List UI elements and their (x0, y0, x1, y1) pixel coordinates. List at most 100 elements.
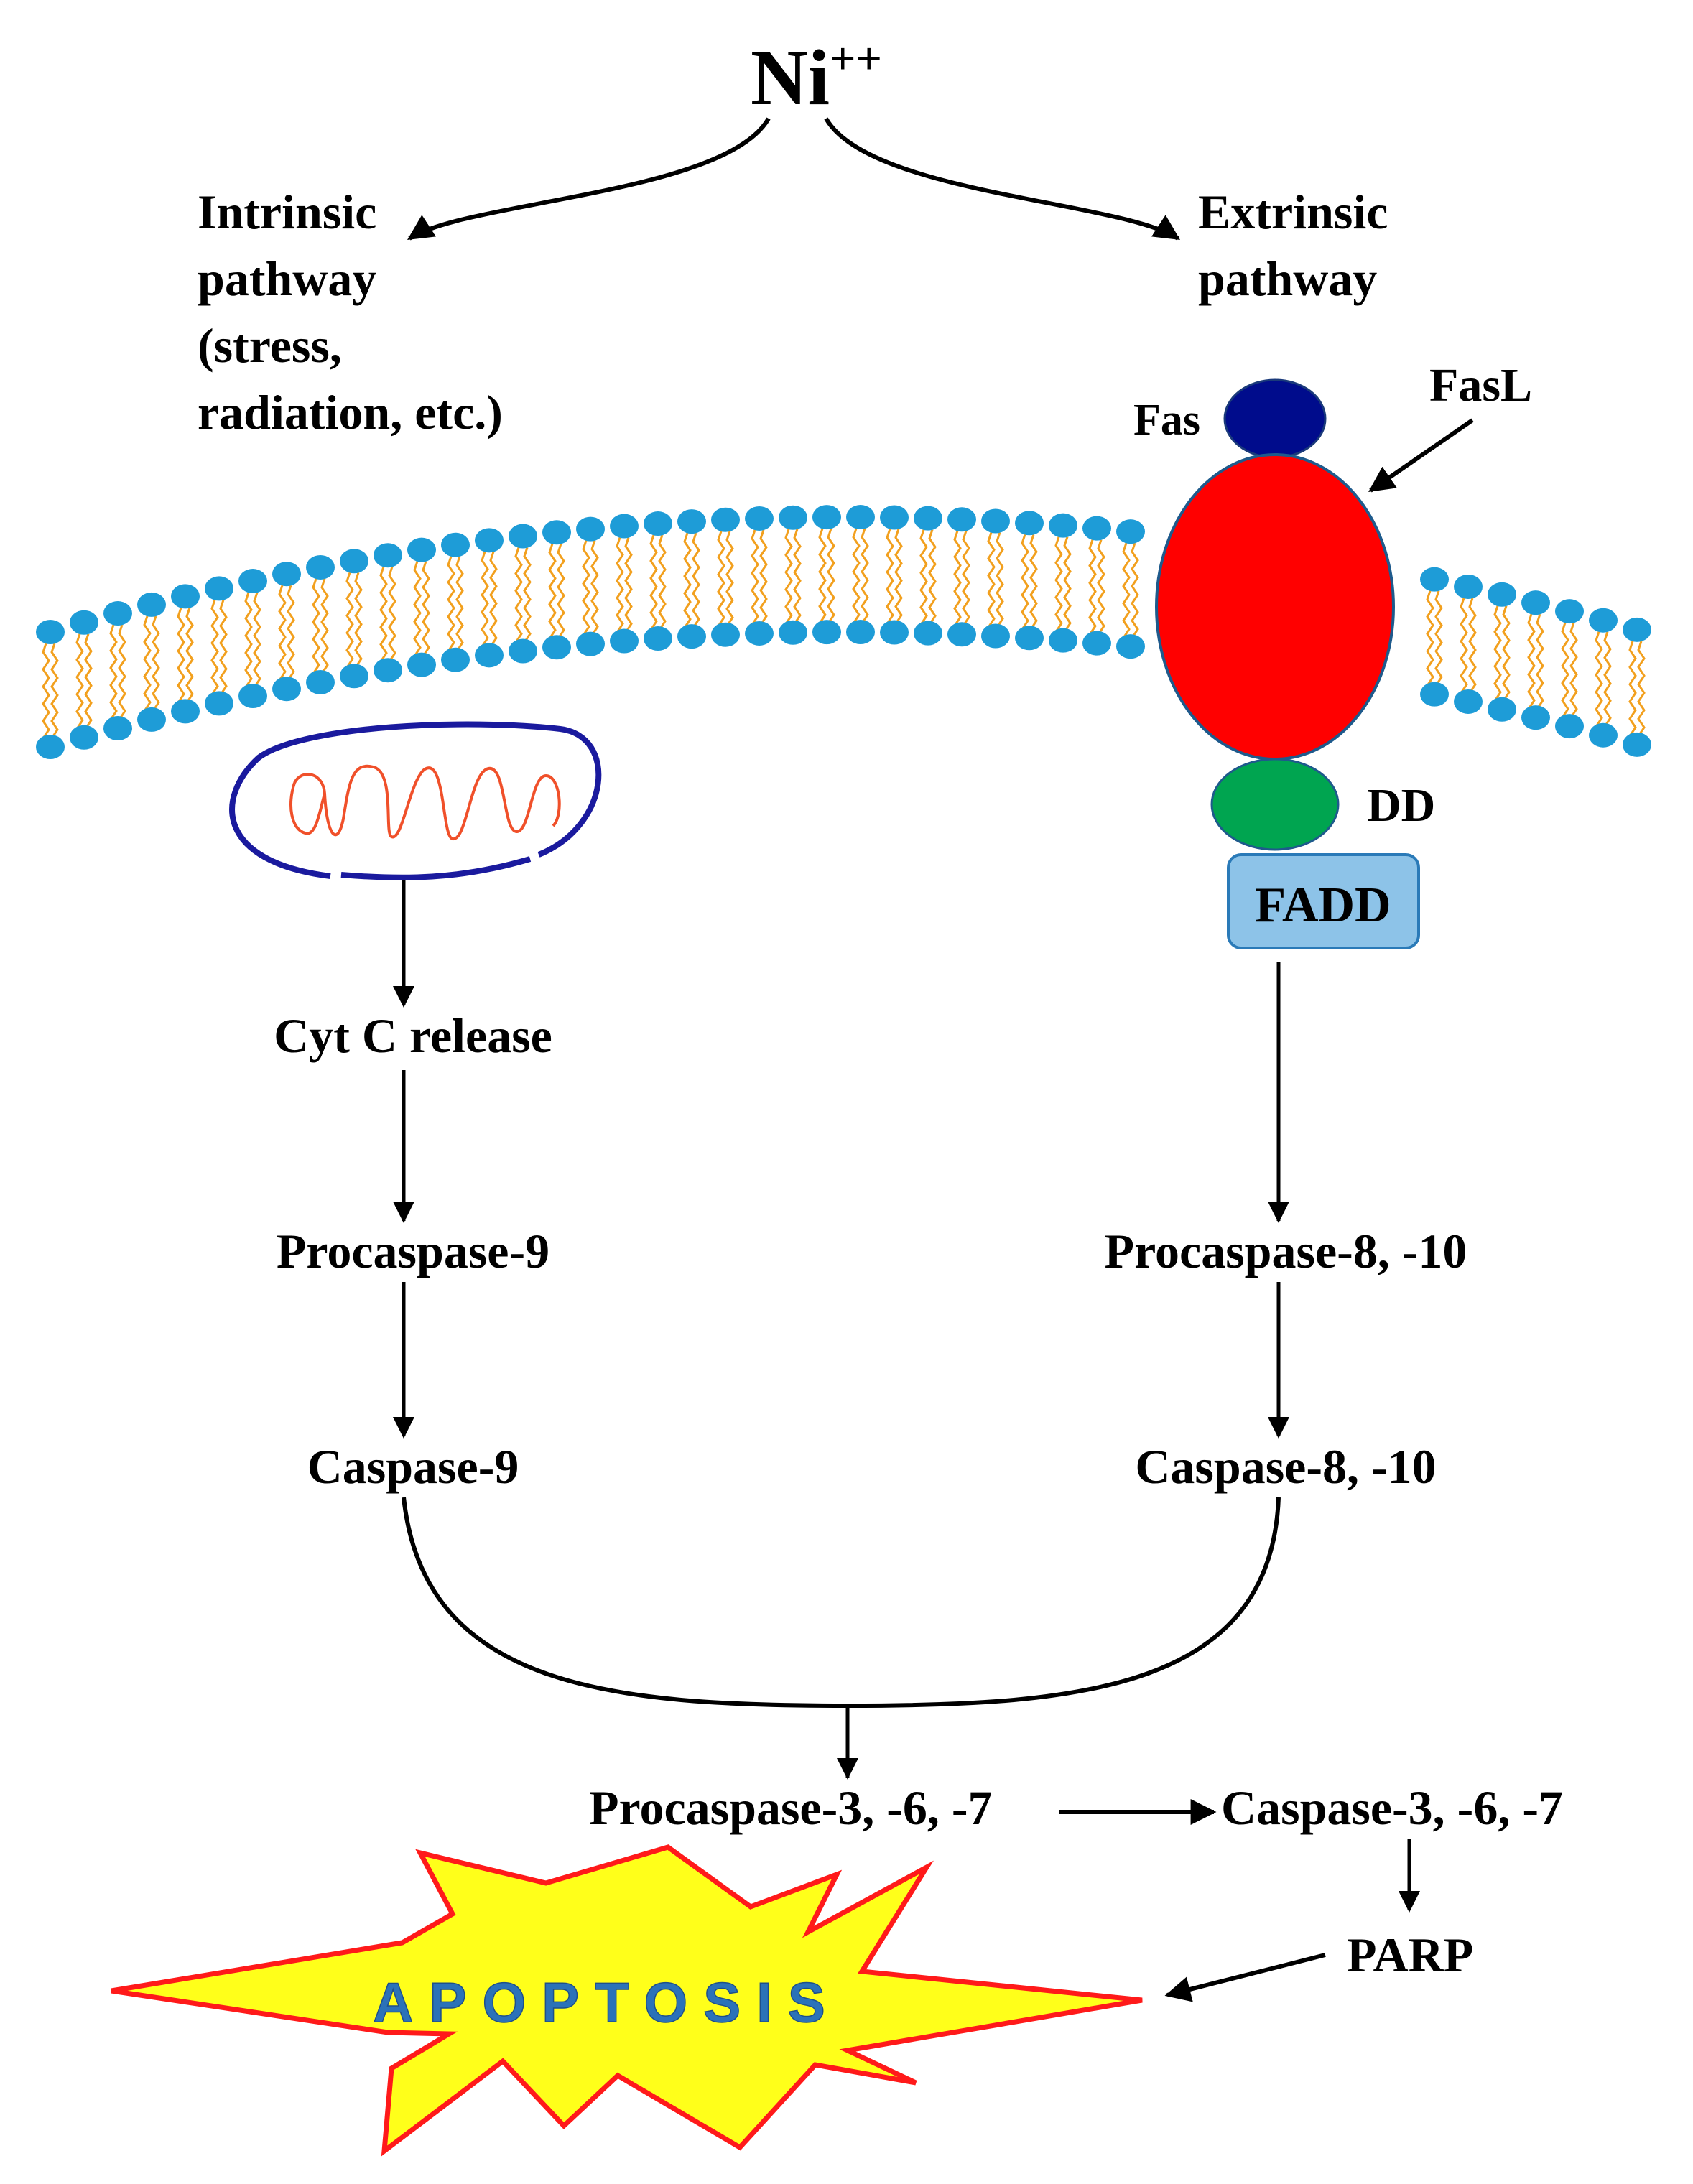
lipid-head (340, 549, 368, 574)
lipid-tail (751, 529, 759, 626)
lipid-head (1082, 631, 1111, 656)
arrow-parp-to-apoptosis (1164, 1953, 1326, 2002)
lipid-tail (1460, 598, 1468, 694)
lipid-tail (818, 528, 827, 624)
lipid-head (407, 652, 436, 677)
lipid-head (137, 592, 166, 617)
lipid-head (1049, 628, 1077, 653)
intrinsic-pathway-label: Intrinsic pathway (stress, radiation, et… (198, 185, 503, 440)
caspase-8-10-label: Caspase-8, -10 (1135, 1439, 1436, 1494)
lipid-tail (1021, 534, 1029, 631)
lipid-tail (379, 566, 388, 663)
lipid-tail (523, 547, 532, 643)
lipid-head (306, 554, 335, 580)
lipid-tail (1029, 534, 1038, 631)
lipid-tail (1122, 542, 1131, 638)
caspase-9-label: Caspase-9 (307, 1439, 519, 1494)
lipid-head (711, 507, 740, 532)
lipid-tail (422, 561, 430, 657)
lipid-tail (996, 532, 1004, 628)
lipid-head (779, 620, 807, 645)
lipid-tail (1603, 631, 1612, 728)
nickel-ion-label: Ni++ (751, 33, 882, 121)
lipid-tail (1434, 590, 1443, 687)
lipid-head (103, 716, 132, 741)
extrinsic-pathway-label: Extrinsic pathway (1198, 185, 1400, 306)
lipid-head (644, 511, 672, 536)
lipid-tail (1502, 605, 1511, 702)
lipid-tail (42, 643, 50, 739)
lipid-tail (447, 556, 455, 652)
lipid-head (1589, 608, 1618, 633)
fasl-label: FasL (1429, 359, 1532, 412)
lipid-tail (210, 599, 219, 696)
lipid-tail (793, 529, 802, 625)
lipid-tail (649, 534, 658, 631)
lipid-head (745, 621, 774, 646)
lipid-tail (50, 643, 59, 739)
cytc-release-label: Cyt C release (274, 1008, 552, 1063)
lipid-tail (827, 528, 835, 624)
lipid-head (1623, 732, 1651, 757)
lipid-head (779, 505, 807, 530)
procaspase-9-label: Procaspase-9 (277, 1224, 549, 1278)
lipid-tail (1131, 542, 1139, 638)
lipid-tail (692, 532, 700, 628)
lipid-head (1589, 722, 1618, 748)
lipid-head (374, 658, 402, 683)
lipid-head (610, 514, 639, 539)
lipid-head (1082, 516, 1111, 541)
lipid-tail (557, 543, 565, 640)
lipid-tail (759, 529, 768, 626)
lipid-tail (886, 529, 894, 625)
lipid-head (846, 505, 875, 530)
lipid-tail (287, 585, 295, 682)
lipid-head (1488, 582, 1516, 607)
lipid-tail (1054, 536, 1063, 633)
lipid-tail (312, 578, 320, 674)
lipid-head (981, 508, 1010, 534)
procaspase-3-6-7-label: Procaspase-3, -6, -7 (589, 1780, 993, 1835)
lipid-head (677, 509, 706, 534)
lipid-tail (1536, 613, 1544, 710)
lipid-head (475, 643, 504, 668)
parp-label: PARP (1347, 1928, 1473, 1982)
lipid-tail (1063, 536, 1072, 633)
lipid-head (272, 677, 301, 702)
lipid-head (914, 506, 942, 531)
lipid-head (1521, 590, 1550, 615)
lipid-head (981, 623, 1010, 649)
lipid-tail (152, 615, 160, 712)
lipid-head (576, 631, 605, 656)
lipid-tail (320, 578, 329, 674)
lipid-head (1454, 574, 1483, 599)
lipid-tail (1569, 622, 1578, 718)
lipid-head (1116, 634, 1145, 659)
lipid-head (475, 528, 504, 553)
lipid-head (238, 684, 267, 709)
fas-receptor (1223, 378, 1327, 459)
lipid-tail (953, 530, 962, 627)
lipid-tail (1628, 641, 1637, 737)
fadd-label: FADD (1255, 878, 1391, 933)
lipid-head (677, 624, 706, 649)
lipid-tail (219, 599, 228, 696)
lipid-head (205, 576, 233, 601)
lipid-tail (354, 572, 363, 669)
lipid-head (812, 620, 841, 645)
lipid-tail (489, 551, 498, 648)
lipid-head (272, 562, 301, 587)
lipid-head (238, 569, 267, 594)
lipid-tail (118, 624, 126, 720)
lipid-tail (514, 547, 523, 643)
lipid-tail (928, 529, 937, 626)
lipid-head (205, 691, 233, 716)
lipid-tail (1527, 613, 1536, 710)
lipid-head (914, 621, 942, 646)
lipid-tail (253, 592, 261, 688)
lipid-head (1555, 714, 1584, 739)
lipid-tail (616, 537, 624, 633)
lipid-head (542, 520, 571, 545)
lipid-tail (455, 556, 464, 652)
lipid-head (70, 725, 98, 750)
